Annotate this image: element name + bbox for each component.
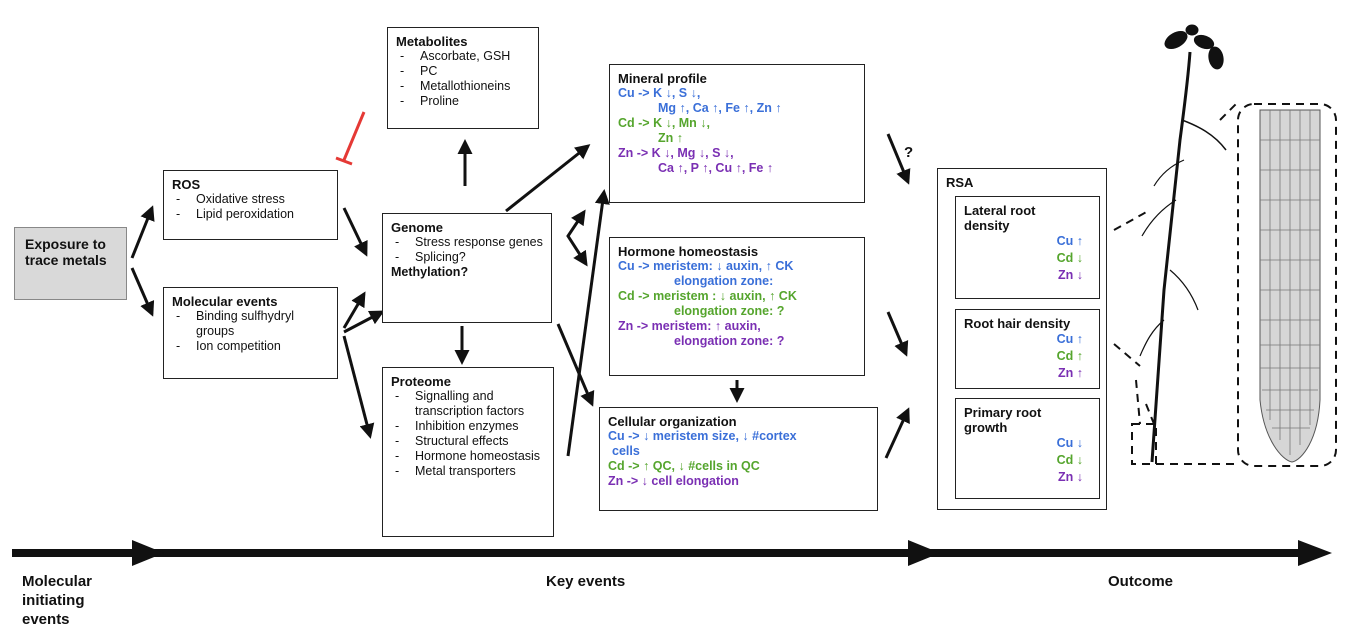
proteome-title: Proteome bbox=[391, 374, 451, 389]
roothair-title: Root hair density bbox=[964, 316, 1071, 331]
inhibition-bar bbox=[335, 156, 353, 166]
arrow-hormone-rsa bbox=[886, 311, 909, 357]
question-mark: ? bbox=[904, 144, 914, 161]
root-tip-micrograph bbox=[1237, 103, 1337, 467]
hormone-zn-line: Zn -> meristem: ↑ auxin, bbox=[618, 319, 761, 333]
axis-label-outcome: Outcome bbox=[1108, 573, 1174, 590]
molecular-item: Binding sulfhydryl groups bbox=[172, 309, 329, 339]
cellular-zn-line: Zn -> ↓ cell elongation bbox=[608, 474, 739, 488]
timeline-arrow-2 bbox=[908, 540, 940, 566]
metabolites-item: Proline bbox=[396, 94, 530, 109]
zoom-region bbox=[1131, 423, 1157, 465]
arrow-mineral-rsa bbox=[886, 133, 911, 185]
mineral-cd-line: Cd -> K ↓, Mn ↓, bbox=[618, 116, 711, 130]
genome-title: Genome bbox=[391, 220, 444, 235]
lateral-cu: Cu ↑ bbox=[1056, 234, 1083, 248]
arrow-genome-hormone bbox=[566, 209, 588, 267]
metabolites-item: Metallothioneins bbox=[396, 79, 530, 94]
proteome-box: Proteome Signalling and transcription fa… bbox=[382, 367, 554, 537]
lateral-title: Lateral root density bbox=[964, 203, 1036, 233]
timeline-arrow-3 bbox=[1298, 540, 1332, 566]
arrow-molecular-proteome bbox=[342, 335, 375, 439]
arrow-genome-mineral bbox=[505, 144, 591, 213]
cellular-cu-line: Cu -> ↓ meristem size, ↓ #cortex bbox=[608, 429, 797, 443]
mineral-cd-line: Zn ↑ bbox=[658, 131, 683, 145]
primary-cd: Cd ↓ bbox=[1056, 453, 1083, 467]
proteome-item: Inhibition enzymes bbox=[391, 419, 545, 434]
primary-title: Primary root growth bbox=[964, 405, 1042, 435]
hormone-cu-line: Cu -> meristem: ↓ auxin, ↑ CK bbox=[618, 259, 794, 273]
root-hair-box: Root hair density Cu ↑ Cd ↑ Zn ↑ bbox=[955, 309, 1100, 389]
arrow-ros-genome bbox=[342, 207, 368, 257]
genome-methylation: Methylation? bbox=[391, 265, 469, 279]
metabolites-item: PC bbox=[396, 64, 530, 79]
inhibition-line bbox=[342, 111, 366, 161]
ros-item: Lipid peroxidation bbox=[172, 207, 329, 222]
roothair-cu: Cu ↑ bbox=[1056, 332, 1083, 346]
axis-label-key-events: Key events bbox=[546, 573, 626, 590]
ros-item: Oxidative stress bbox=[172, 192, 329, 207]
proteome-item: Metal transporters bbox=[391, 464, 545, 479]
timeline-bar bbox=[12, 549, 1312, 557]
roothair-zn: Zn ↑ bbox=[1058, 366, 1083, 380]
molecular-title: Molecular events bbox=[172, 294, 278, 309]
mineral-cu-line: Cu -> K ↓, S ↓, bbox=[618, 86, 701, 100]
mineral-zn-line: Zn -> K ↓, Mg ↓, S ↓, bbox=[618, 146, 734, 160]
proteome-item: Structural effects bbox=[391, 434, 545, 449]
rsa-title: RSA bbox=[946, 175, 974, 190]
molecular-events-box: Molecular events Binding sulfhydryl grou… bbox=[163, 287, 338, 379]
primary-root-box: Primary root growth Cu ↓ Cd ↓ Zn ↓ bbox=[955, 398, 1100, 499]
exposure-label: Exposure to trace metals bbox=[25, 236, 107, 268]
hormone-zn-line: elongation zone: ? bbox=[674, 334, 785, 348]
arrow-cellular-rsa bbox=[884, 407, 910, 459]
leaf-icon bbox=[1164, 30, 1188, 50]
hormone-cd-line: elongation zone: ? bbox=[674, 304, 785, 318]
lateral-zn: Zn ↓ bbox=[1058, 268, 1083, 282]
exposure-box: Exposure to trace metals bbox=[14, 227, 127, 300]
mineral-zn-line: Ca ↑, P ↑, Cu ↑, Fe ↑ bbox=[658, 161, 774, 175]
hormone-homeostasis-box: Hormone homeostasis Cu -> meristem: ↓ au… bbox=[609, 237, 865, 376]
mineral-cu-line: Mg ↑, Ca ↑, Fe ↑, Zn ↑ bbox=[658, 101, 782, 115]
ros-box: ROS Oxidative stress Lipid peroxidation bbox=[163, 170, 338, 240]
leaf-icon bbox=[1208, 46, 1224, 70]
hormone-cd-line: Cd -> meristem : ↓ auxin, ↑ CK bbox=[618, 289, 797, 303]
hormone-cu-line: elongation zone: bbox=[674, 274, 774, 288]
hormone-title: Hormone homeostasis bbox=[618, 244, 759, 259]
molecular-item: Ion competition bbox=[172, 339, 329, 354]
cellular-cd-line: Cd -> ↑ QC, ↓ #cells in QC bbox=[608, 459, 760, 473]
arrow-molecular-genome-2 bbox=[343, 310, 385, 334]
proteome-item: Signalling and transcription factors bbox=[391, 389, 545, 419]
metabolites-box: Metabolites Ascorbate, GSH PC Metallothi… bbox=[387, 27, 539, 129]
arrow-molecular-genome bbox=[342, 291, 366, 329]
roothair-cd: Cd ↑ bbox=[1056, 349, 1083, 363]
mineral-profile-box: Mineral profile Cu -> K ↓, S ↓, Mg ↑, Ca… bbox=[609, 64, 865, 203]
cellular-title: Cellular organization bbox=[608, 414, 737, 429]
plant-illustration bbox=[1139, 24, 1227, 463]
primary-cu: Cu ↓ bbox=[1056, 436, 1083, 450]
genome-item: Splicing? bbox=[391, 250, 543, 265]
genome-item: Stress response genes bbox=[391, 235, 543, 250]
cellular-organization-box: Cellular organization Cu -> ↓ meristem s… bbox=[599, 407, 878, 511]
zoom-lines bbox=[1113, 103, 1240, 465]
leaf-icon bbox=[1185, 24, 1199, 36]
arrow-exposure-ros bbox=[130, 205, 155, 259]
arrow-proteome-mineral bbox=[566, 189, 610, 457]
arrow-genome-cellular bbox=[556, 323, 595, 407]
leaf-icon bbox=[1193, 34, 1215, 50]
genome-box: Genome Stress response genes Splicing? M… bbox=[382, 213, 552, 323]
primary-zn: Zn ↓ bbox=[1058, 470, 1083, 484]
mineral-title: Mineral profile bbox=[618, 71, 707, 86]
lateral-root-box: Lateral root density Cu ↑ Cd ↓ Zn ↓ bbox=[955, 196, 1100, 299]
metabolites-title: Metabolites bbox=[396, 34, 468, 49]
ros-title: ROS bbox=[172, 177, 201, 192]
timeline-arrow-1 bbox=[132, 540, 164, 566]
arrow-exposure-molecular bbox=[130, 267, 155, 317]
plant-stem-icon bbox=[1150, 51, 1192, 463]
axis-label-molecular: Molecular initiating events bbox=[22, 573, 93, 628]
cellular-cu-line: cells bbox=[612, 444, 640, 458]
proteome-item: Hormone homeostasis bbox=[391, 449, 545, 464]
metabolites-item: Ascorbate, GSH bbox=[396, 49, 530, 64]
lateral-cd: Cd ↓ bbox=[1056, 251, 1083, 265]
